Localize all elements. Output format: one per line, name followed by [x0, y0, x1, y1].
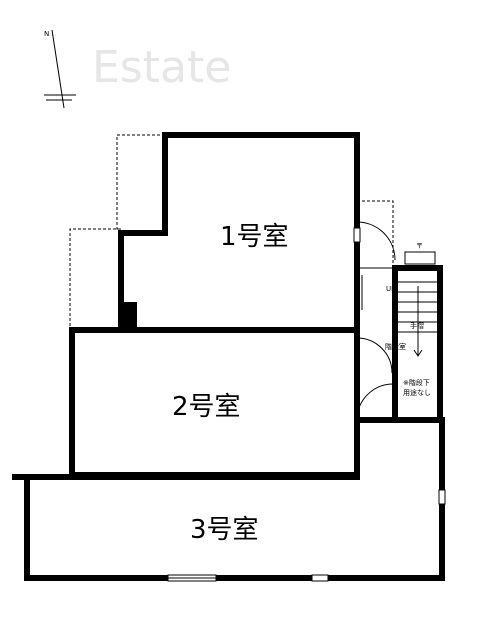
window-right: [438, 489, 446, 505]
stair-up-label: UP: [386, 285, 395, 293]
door-room-1: [356, 221, 396, 261]
room-1-column: [121, 302, 137, 330]
room-3-outline: [24, 417, 445, 581]
stair-landing-label: 階段室: [385, 342, 406, 351]
door-room-2: [356, 337, 393, 374]
stair-railing-label: 手摺: [410, 321, 424, 330]
watermark-text: Estate: [92, 42, 231, 93]
window-bottom-right: [311, 574, 329, 582]
window-room-1-right: [353, 227, 361, 243]
stair-note-line2: 用途なし: [403, 388, 431, 397]
door-stair-entry: [356, 275, 363, 310]
north-label: N: [44, 30, 49, 38]
door-room-3: [356, 383, 394, 421]
window-bottom-left: [167, 574, 217, 582]
compass-icon: N: [44, 29, 76, 109]
room-2-label: 2号室: [172, 392, 241, 422]
room-3-label: 3号室: [190, 515, 259, 545]
meter-symbol: 〒: [416, 242, 423, 250]
meter-box-icon: 〒: [404, 242, 436, 265]
stair-room: UP 手摺 階段室 ※階段下 用途なし: [357, 265, 443, 423]
stair-note-line1: ※階段下: [403, 378, 430, 387]
room-1-label: 1号室: [220, 222, 289, 252]
